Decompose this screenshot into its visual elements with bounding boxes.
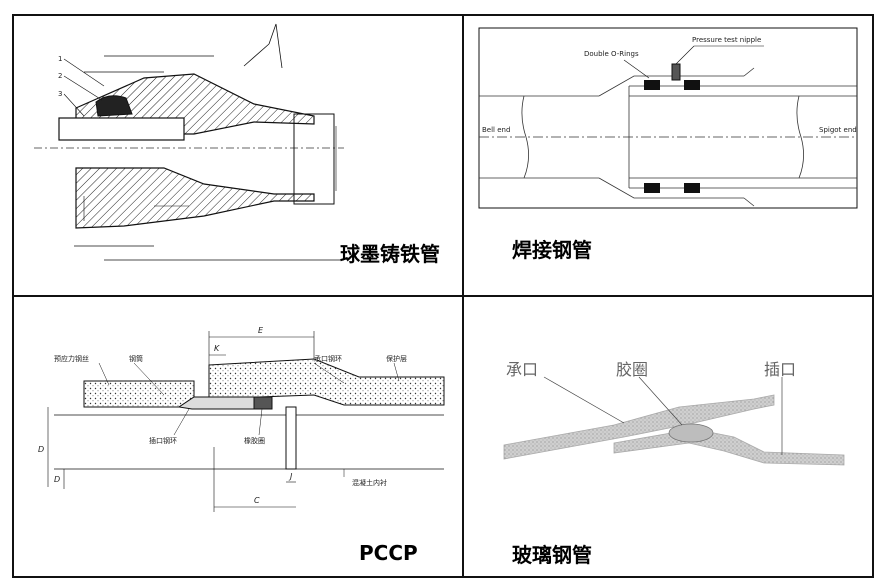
figure-grid: 1 2 3 球墨铸铁管 bbox=[12, 14, 874, 578]
panel-ductile-iron: 1 2 3 球墨铸铁管 bbox=[14, 16, 462, 295]
svg-text:2: 2 bbox=[58, 72, 62, 80]
welded-steel-drawing: Pressure test nipple Double O-Rings Bell… bbox=[478, 27, 858, 209]
pccp-gasket bbox=[253, 396, 273, 410]
pccp-drawing: 预应力钢丝 钢筒 承口钢环 保护层 插口钢环 橡胶圈 混凝土内衬 E K J C… bbox=[38, 326, 445, 512]
label-dim-k: K bbox=[214, 344, 220, 353]
label-dim-j: J bbox=[288, 472, 293, 481]
panel-welded-steel: Pressure test nipple Double O-Rings Bell… bbox=[464, 16, 872, 295]
panel-pccp: 预应力钢丝 钢筒 承口钢环 保护层 插口钢环 橡胶圈 混凝土内衬 E K J C… bbox=[14, 297, 462, 576]
label-pccp-lining: 混凝土内衬 bbox=[352, 478, 387, 487]
pressure-nipple bbox=[671, 63, 681, 81]
label-pccp-coating: 保护层 bbox=[386, 354, 407, 363]
glass-spigot bbox=[613, 428, 845, 466]
caption-pccp: PCCP bbox=[359, 541, 418, 565]
svg-text:3: 3 bbox=[58, 90, 62, 98]
glass-steel-drawing: 承口 胶圈 插口 bbox=[503, 360, 845, 466]
glass-gasket bbox=[668, 423, 714, 443]
label-pccp-gasket: 橡胶圈 bbox=[244, 436, 265, 445]
o-ring-bottom-2 bbox=[684, 183, 700, 193]
label-pccp-bell-ring: 承口钢环 bbox=[314, 354, 342, 363]
caption-ductile-iron: 球墨铸铁管 bbox=[340, 242, 440, 266]
label-glass-spigot: 插口 bbox=[764, 360, 796, 379]
label-dim-d1: D bbox=[38, 445, 44, 454]
label-pressure-nipple: Pressure test nipple bbox=[692, 36, 761, 44]
label-bell-end: Bell end bbox=[482, 126, 510, 134]
label-pccp-cylinder: 钢筒 bbox=[129, 354, 143, 363]
label-spigot-end: Spigot end bbox=[819, 126, 857, 134]
caption-glass-steel: 玻璃钢管 bbox=[512, 543, 592, 567]
label-dim-d0: D bbox=[54, 475, 60, 484]
o-ring-bottom-1 bbox=[644, 183, 660, 193]
svg-text:1: 1 bbox=[58, 55, 62, 63]
label-pccp-wire: 预应力钢丝 bbox=[54, 354, 89, 363]
label-pccp-spigot-ring: 插口钢环 bbox=[149, 436, 177, 445]
o-ring-top-1 bbox=[644, 80, 660, 90]
caption-welded-steel: 焊接钢管 bbox=[512, 238, 592, 262]
glass-socket bbox=[503, 394, 775, 460]
o-ring-top-2 bbox=[684, 80, 700, 90]
grid-divider-horizontal bbox=[14, 295, 872, 297]
panel-glass-steel: 承口 胶圈 插口 玻璃钢管 bbox=[464, 297, 872, 576]
label-glass-socket: 承口 bbox=[506, 360, 538, 379]
label-o-rings: Double O-Rings bbox=[584, 50, 639, 58]
label-dim-e: E bbox=[258, 326, 264, 335]
label-dim-c: C bbox=[254, 496, 260, 505]
label-glass-gasket: 胶圈 bbox=[616, 360, 648, 379]
ductile-iron-drawing: 1 2 3 bbox=[34, 23, 344, 261]
